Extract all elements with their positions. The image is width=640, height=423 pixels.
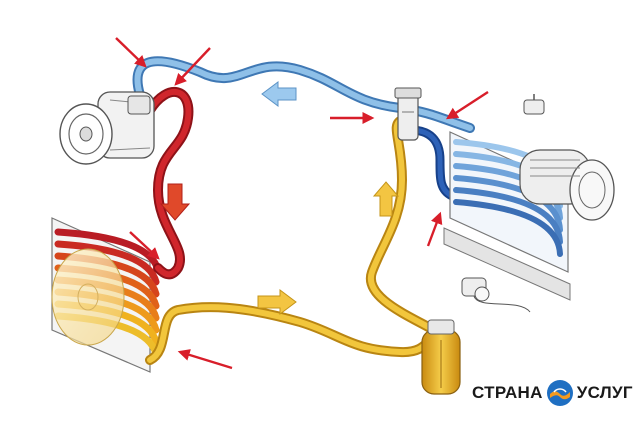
blower-motor	[519, 149, 615, 221]
down-arrow-red	[159, 183, 191, 221]
flow-arrows	[159, 81, 400, 315]
evaporator	[443, 131, 571, 301]
refrigerant-lines	[132, 56, 475, 365]
sensor-icon	[523, 94, 545, 115]
up-arrow-yellow	[372, 181, 400, 217]
watermark-left-text: СТРАНА	[472, 383, 543, 402]
pointer-arrows	[115, 37, 489, 370]
expansion-valve	[394, 87, 422, 141]
liquid-line-riser	[365, 115, 447, 340]
pointer-arrow	[177, 349, 233, 370]
condenser	[51, 217, 162, 373]
blower-motor-icon	[519, 149, 615, 221]
pointer-arrow	[426, 211, 443, 247]
pressure-switch-icon	[461, 277, 531, 313]
receiver-drier	[421, 319, 461, 395]
temperature-sensor	[523, 94, 545, 115]
right-arrow-yellow	[257, 289, 297, 315]
pointer-arrow	[445, 90, 489, 120]
compressor	[59, 91, 155, 165]
handshake-logo-icon	[546, 379, 574, 407]
expansion-valve-icon	[394, 87, 422, 141]
watermark: СТРАНА УСЛУГ	[472, 378, 632, 408]
pressure-switch	[461, 277, 531, 313]
fan-icon	[51, 248, 125, 346]
pointer-arrow	[115, 37, 147, 68]
receiver-drier-icon	[421, 319, 461, 395]
left-arrow-blue	[261, 81, 297, 107]
pointer-arrow	[129, 231, 160, 260]
compressor-icon	[59, 91, 155, 165]
pointer-arrow	[174, 47, 211, 86]
watermark-right-text: УСЛУГ	[576, 383, 633, 402]
